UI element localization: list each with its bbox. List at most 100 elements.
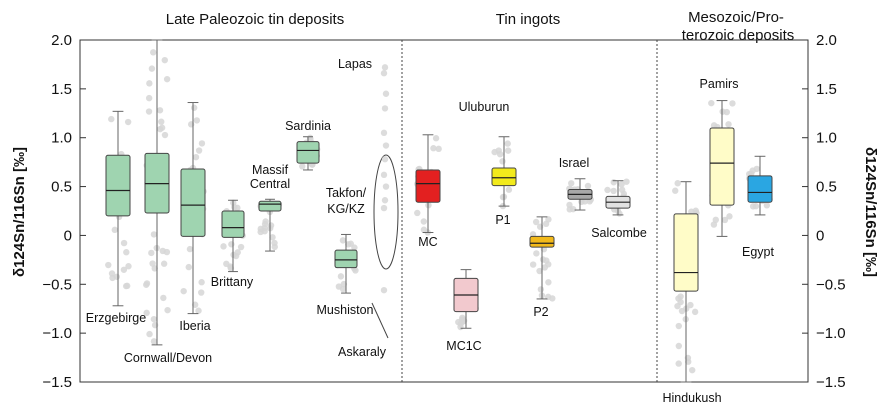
data-point bbox=[689, 366, 696, 374]
data-point bbox=[124, 282, 131, 290]
data-point bbox=[568, 180, 575, 187]
data-point bbox=[381, 105, 389, 112]
box-hindukush bbox=[673, 213, 699, 292]
data-point bbox=[541, 264, 549, 271]
data-point bbox=[111, 226, 118, 234]
data-point bbox=[381, 156, 389, 163]
data-point bbox=[726, 213, 733, 220]
data-point bbox=[228, 241, 235, 248]
data-point bbox=[675, 360, 682, 367]
y-tick-label-right: −1.0 bbox=[816, 325, 846, 342]
data-point bbox=[620, 190, 628, 198]
y-tick-label-left: 1.0 bbox=[51, 130, 72, 147]
data-point bbox=[186, 245, 194, 253]
y-tick-label-left: −1.5 bbox=[42, 374, 72, 391]
data-point bbox=[532, 218, 540, 226]
data-point bbox=[195, 147, 203, 154]
data-point bbox=[339, 237, 347, 244]
data-point bbox=[151, 265, 158, 272]
data-point bbox=[674, 302, 681, 310]
box-label: Mushiston bbox=[317, 303, 374, 317]
data-point bbox=[505, 186, 513, 193]
data-point bbox=[160, 260, 168, 267]
data-point bbox=[687, 301, 694, 309]
group-label-mesozoic-line1: Mesozoic/Pro- bbox=[688, 9, 784, 26]
group-label-tin-ingots: Tin ingots bbox=[496, 11, 560, 28]
data-point bbox=[723, 108, 730, 116]
data-point bbox=[542, 220, 550, 228]
data-point bbox=[491, 148, 498, 156]
data-point bbox=[125, 263, 132, 270]
y-tick-label-right: 2.0 bbox=[816, 32, 837, 49]
data-point bbox=[616, 210, 623, 217]
data-point bbox=[685, 358, 692, 365]
annotation-lapas: Lapas bbox=[338, 57, 372, 71]
data-point bbox=[623, 178, 630, 185]
data-point bbox=[345, 241, 352, 248]
data-point bbox=[261, 227, 268, 235]
data-point bbox=[191, 301, 199, 308]
data-point bbox=[160, 294, 167, 302]
data-point bbox=[380, 70, 388, 77]
y-tick-label-right: 0 bbox=[816, 227, 824, 244]
box-p1 bbox=[491, 167, 517, 187]
data-point bbox=[504, 140, 511, 147]
data-point bbox=[725, 121, 732, 128]
data-point bbox=[763, 202, 771, 209]
box-erzgebirge bbox=[105, 154, 131, 217]
data-point bbox=[161, 56, 168, 64]
data-point bbox=[545, 279, 552, 286]
data-point bbox=[120, 239, 128, 247]
y-tick-label-left: 2.0 bbox=[51, 32, 72, 49]
data-point bbox=[382, 142, 390, 149]
box-p2 bbox=[529, 235, 555, 248]
data-point bbox=[198, 140, 206, 147]
box-label: P1 bbox=[495, 213, 510, 227]
data-point bbox=[146, 80, 153, 87]
data-point bbox=[496, 150, 504, 158]
data-point bbox=[536, 267, 543, 275]
data-point bbox=[414, 209, 421, 217]
y-tick-label-left: −0.5 bbox=[42, 276, 72, 293]
data-point bbox=[753, 165, 760, 173]
data-point bbox=[163, 248, 171, 256]
data-point bbox=[675, 342, 683, 350]
data-point bbox=[604, 186, 611, 194]
y-tick-label-left: 0 bbox=[64, 227, 72, 244]
annotation-askaraly-leader bbox=[371, 302, 389, 339]
annotation-takfon-line2: KG/KZ bbox=[327, 202, 365, 216]
box-label: P2 bbox=[533, 305, 548, 319]
box-massif bbox=[258, 200, 282, 212]
data-point bbox=[124, 118, 132, 126]
data-point bbox=[710, 122, 718, 129]
data-point bbox=[150, 49, 157, 56]
data-point bbox=[430, 145, 437, 152]
y-tick-label-right: −1.5 bbox=[816, 374, 846, 391]
annotation-takfon-line1: Takfon/ bbox=[326, 186, 367, 200]
box-label: Hindukush bbox=[662, 391, 721, 405]
data-point bbox=[499, 193, 507, 201]
data-point bbox=[180, 287, 187, 295]
data-point bbox=[708, 99, 715, 107]
data-point bbox=[193, 117, 201, 124]
data-point bbox=[549, 295, 556, 302]
data-point bbox=[504, 147, 512, 154]
box-label: Brittany bbox=[211, 275, 254, 289]
box-egypt bbox=[747, 175, 773, 203]
box-mc bbox=[415, 169, 441, 203]
data-point bbox=[150, 338, 158, 345]
box-label: MC1C bbox=[446, 339, 481, 353]
data-point bbox=[339, 285, 347, 293]
data-point bbox=[161, 131, 169, 139]
data-point bbox=[692, 207, 700, 214]
data-point bbox=[533, 250, 540, 257]
data-point bbox=[220, 243, 227, 250]
y-tick-label-right: 0.5 bbox=[816, 179, 837, 196]
data-point bbox=[721, 216, 729, 224]
box-label: Massif bbox=[252, 163, 289, 177]
box-pamirs bbox=[709, 127, 735, 206]
data-point bbox=[143, 309, 150, 317]
data-point bbox=[185, 263, 192, 271]
data-point bbox=[156, 107, 164, 114]
